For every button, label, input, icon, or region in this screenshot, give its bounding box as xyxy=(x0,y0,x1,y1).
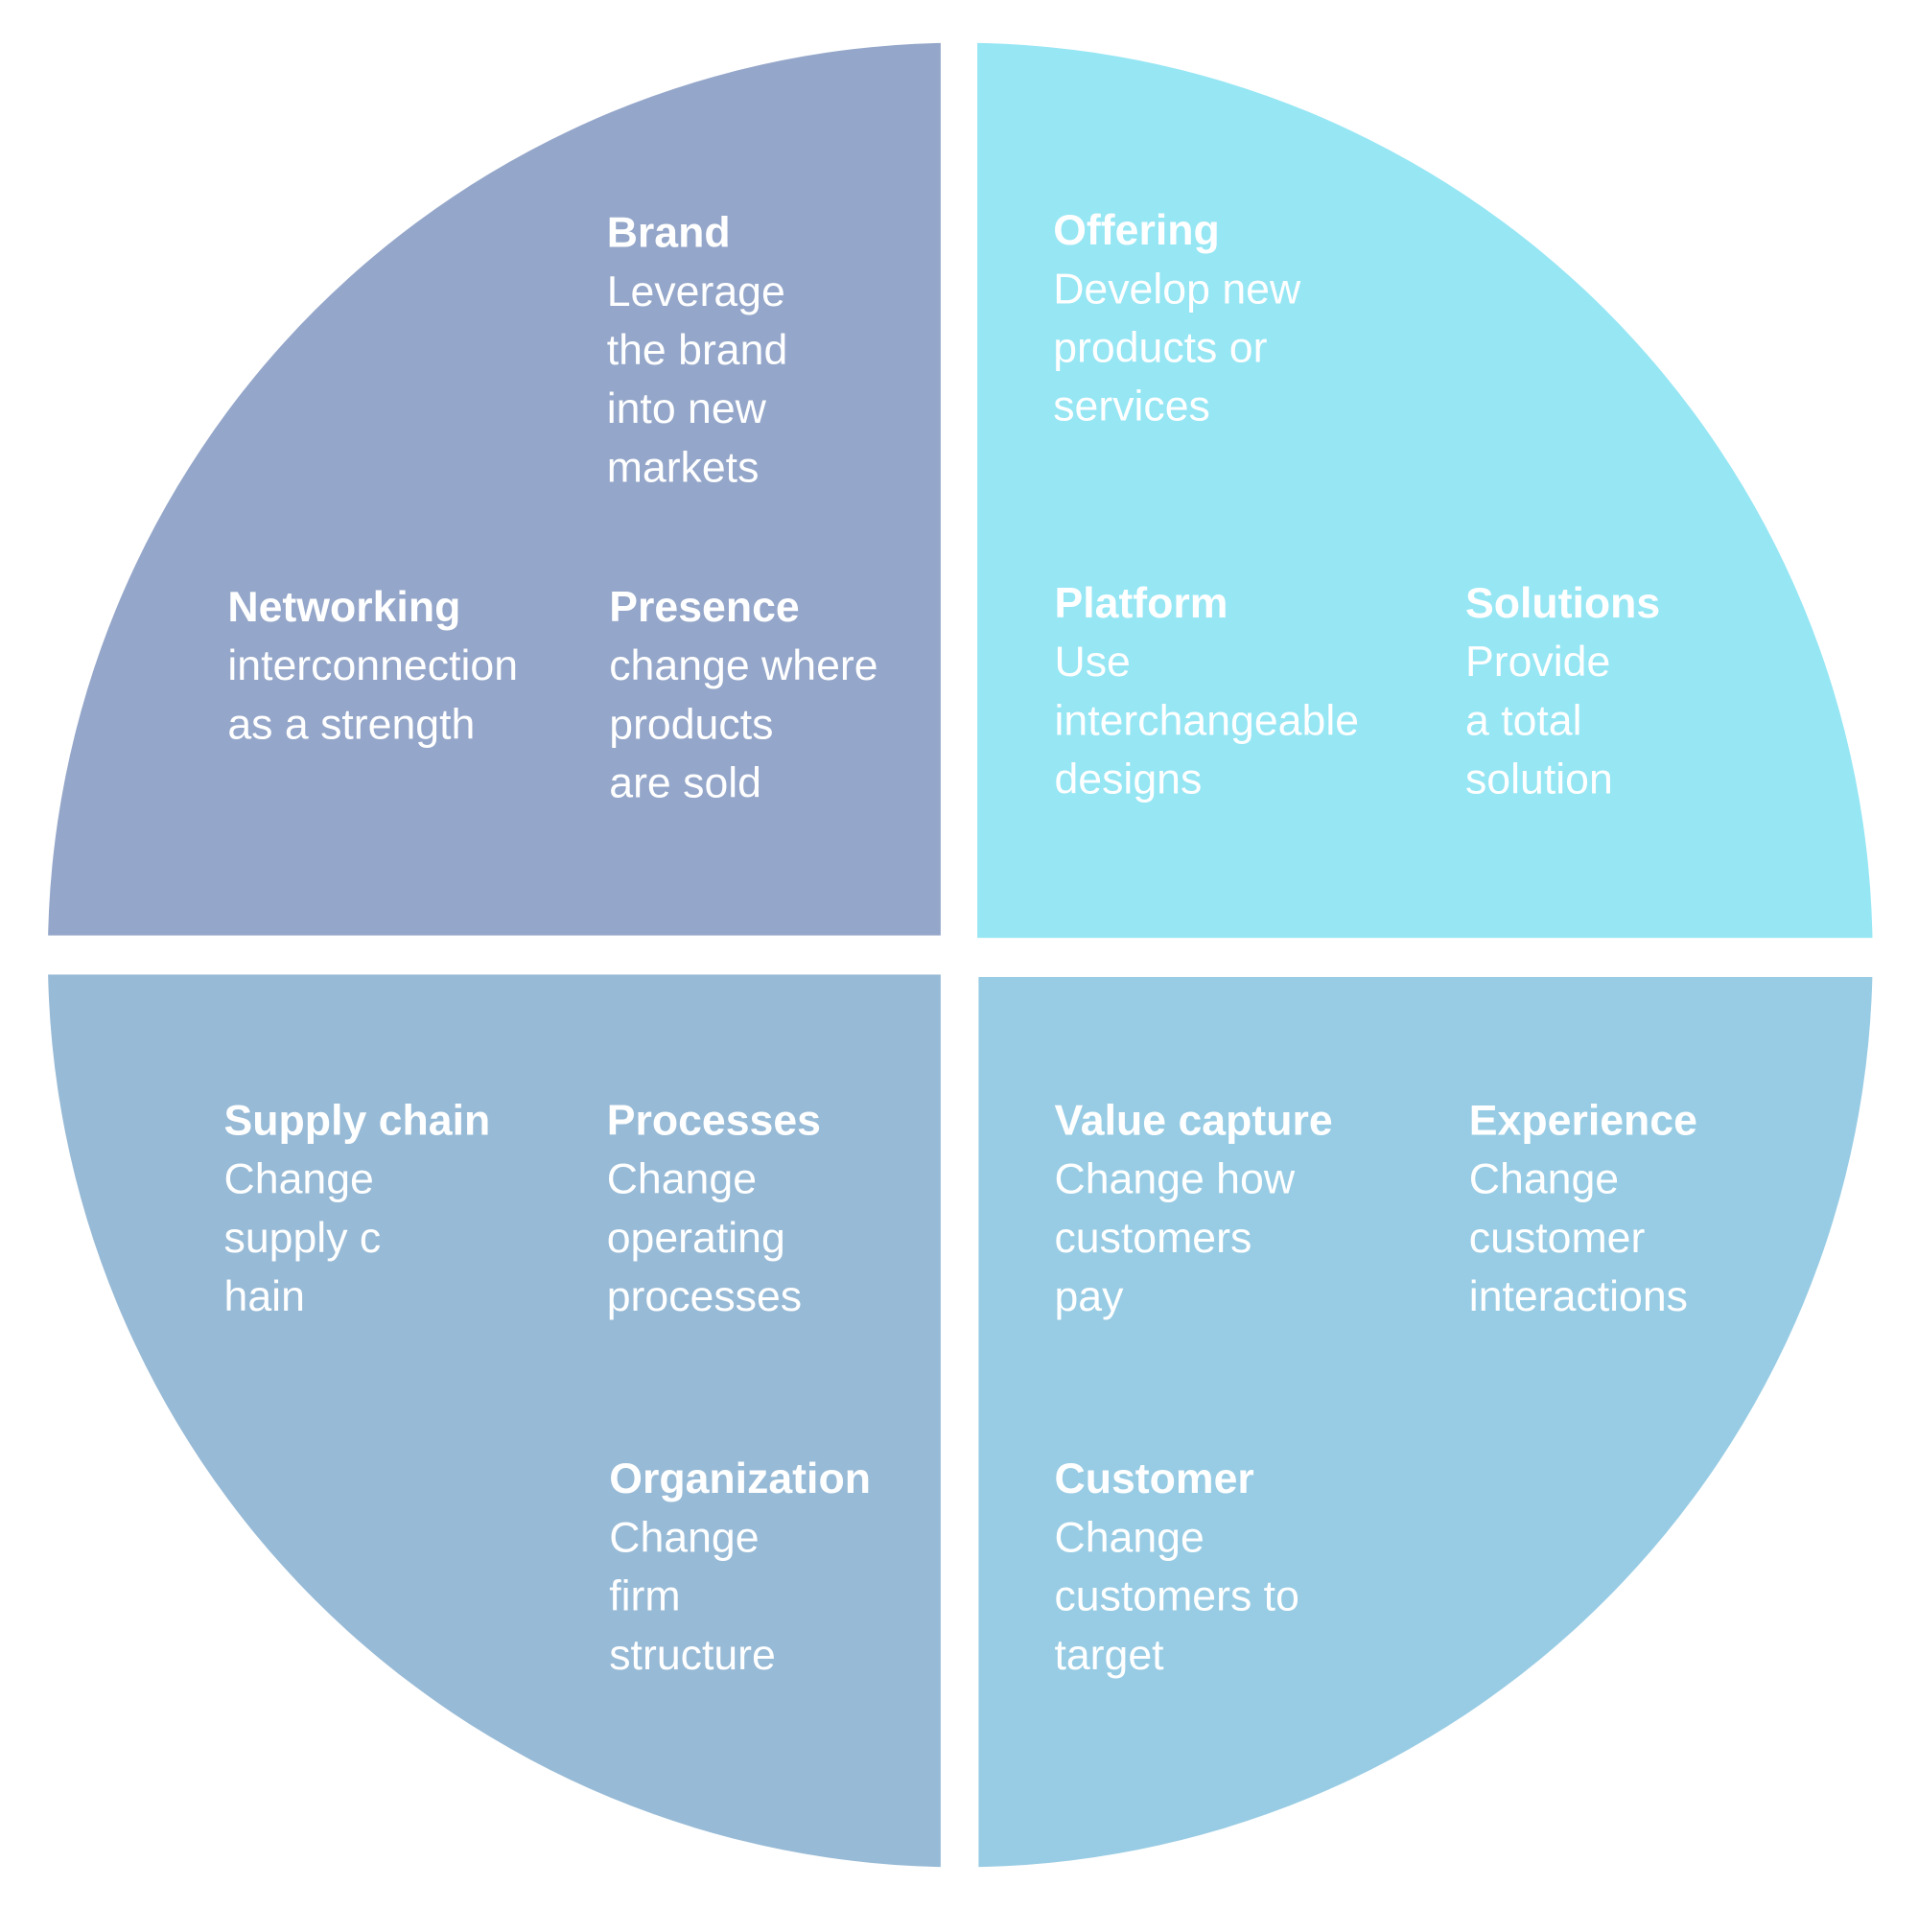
segment-description-line: Change xyxy=(1469,1156,1619,1203)
segment-title: Brand xyxy=(607,210,731,257)
segment-description-line: hain xyxy=(224,1273,305,1320)
segment-title: Experience xyxy=(1469,1097,1697,1144)
segment-description-line: Provide xyxy=(1465,639,1610,686)
segment-description-line: operating xyxy=(607,1215,785,1262)
segment-description-line: pay xyxy=(1054,1273,1124,1320)
segment-description-line: interactions xyxy=(1469,1273,1688,1320)
segment-description-line: products or xyxy=(1053,324,1267,371)
segment-title: Organization xyxy=(609,1455,871,1502)
segment-title: Solutions xyxy=(1465,580,1660,627)
segment-description-line: change where xyxy=(609,642,877,689)
segment-top-left-2: Presence change where products are sold xyxy=(609,584,877,807)
segment-description-line: markets xyxy=(607,444,760,491)
segment-title: Processes xyxy=(607,1097,821,1144)
segment-description-line: supply c xyxy=(224,1215,382,1262)
segment-description-line: customers xyxy=(1054,1215,1251,1262)
segment-description-line: the brand xyxy=(607,327,788,374)
segment-description-line: Develop new xyxy=(1053,266,1301,313)
segment-title: Value capture xyxy=(1054,1097,1332,1144)
segment-description-line: customer xyxy=(1469,1215,1646,1262)
segment-description-line: customers to xyxy=(1054,1573,1298,1620)
segment-description-line: products xyxy=(609,701,773,748)
segment-top-left-1: Networking interconnection as a strength xyxy=(227,584,518,748)
segment-description-line: a total xyxy=(1465,697,1582,744)
segment-title: Platform xyxy=(1054,580,1228,627)
segment-description-line: are sold xyxy=(609,760,761,807)
segment-description-line: Change xyxy=(607,1156,757,1203)
segment-description-line: processes xyxy=(607,1273,802,1320)
segment-description-line: structure xyxy=(609,1632,776,1679)
segment-description-line: interconnection xyxy=(227,642,518,689)
segment-title: Presence xyxy=(609,584,799,631)
segment-title: Offering xyxy=(1053,207,1220,254)
segment-description-line: Change xyxy=(224,1156,374,1203)
segment-description-line: target xyxy=(1054,1632,1164,1679)
segment-title: Networking xyxy=(227,584,460,631)
segment-description-line: designs xyxy=(1054,757,1202,803)
segment-description-line: as a strength xyxy=(227,701,475,748)
segment-description-line: solution xyxy=(1465,757,1613,803)
segment-title: Customer xyxy=(1054,1455,1253,1502)
segment-description-line: services xyxy=(1053,384,1210,431)
segment-description-line: firm xyxy=(609,1573,680,1620)
segment-description-line: into new xyxy=(607,385,767,432)
quadrant-top-left xyxy=(47,42,941,936)
segment-title: Supply chain xyxy=(224,1097,491,1144)
segment-description-line: interchangeable xyxy=(1054,697,1359,744)
segment-description-line: Leverage xyxy=(607,268,785,315)
segment-description-line: Change xyxy=(609,1514,759,1561)
segment-description-line: Change how xyxy=(1054,1156,1295,1203)
segment-description-line: Change xyxy=(1054,1514,1204,1561)
segment-description-line: Use xyxy=(1054,639,1130,686)
